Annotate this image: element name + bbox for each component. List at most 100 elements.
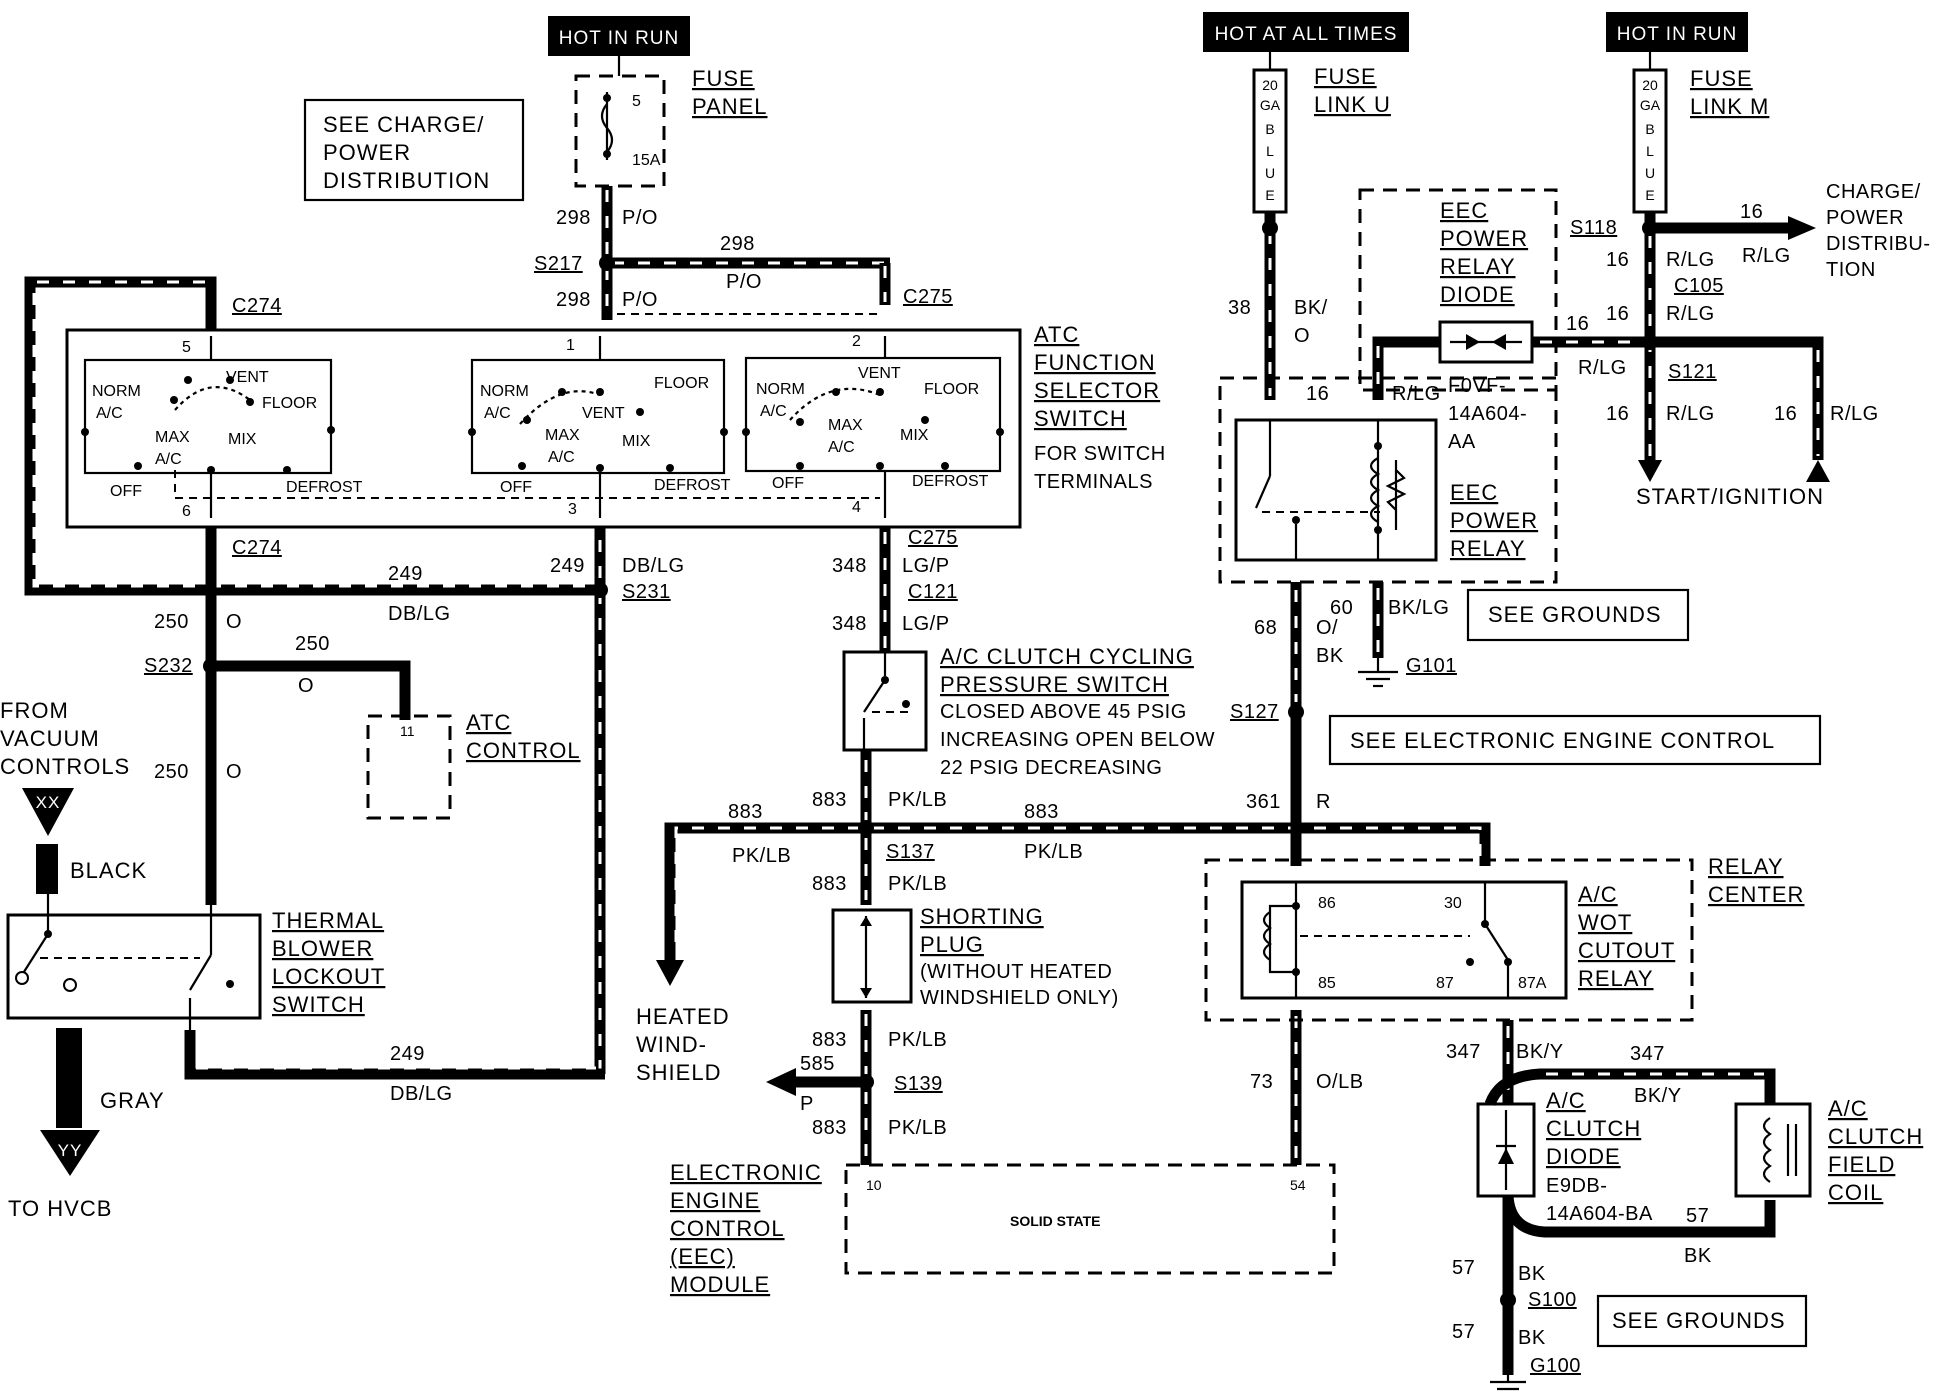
ground-g101: G101: [1406, 655, 1457, 677]
fuse-link-m-title: LINK M: [1690, 94, 1769, 119]
splice-s127: S127: [1230, 701, 1279, 723]
start-ignition-label: START/IGNITION: [1636, 484, 1824, 509]
eec-module-title: ENGINE: [670, 1188, 760, 1213]
pin-11: 11: [400, 723, 415, 739]
wire-color: BK/LG: [1388, 597, 1449, 619]
atc-note: TERMINALS: [1034, 471, 1153, 493]
wire-label: 298: [556, 207, 591, 229]
fuse-panel-title-2: PANEL: [692, 94, 768, 119]
gauge-label: 20: [1642, 77, 1658, 93]
wire-label: 298: [556, 289, 591, 311]
svg-text:DISTRIBUTION: DISTRIBUTION: [323, 168, 490, 193]
shorting-plug-title: PLUG: [920, 932, 984, 957]
svg-text:54: 54: [1290, 1177, 1306, 1193]
wire-250-branch: [211, 660, 411, 720]
eec-diode-title: EEC: [1440, 198, 1488, 223]
see-charge-box[interactable]: SEE CHARGE/ POWER DISTRIBUTION: [303, 98, 525, 202]
wire-label: 16: [1566, 313, 1589, 335]
relay-pin-85: 85: [1318, 975, 1336, 992]
clutch-diode-title: CLUTCH: [1546, 1116, 1641, 1141]
wire-label: 250: [154, 761, 189, 783]
vacuum-line-black: [36, 844, 58, 894]
see-grounds-box-1[interactable]: SEE GROUNDS: [1466, 588, 1690, 642]
splice-s137: S137: [886, 841, 935, 863]
pos-label: FLOOR: [924, 381, 979, 398]
svg-text:15A: 15A: [632, 152, 661, 169]
fuse-panel: 5 15A: [574, 56, 666, 188]
relay-pin-87: 87: [1436, 975, 1454, 992]
pos-label: MIX: [228, 431, 257, 448]
wire-68-361-73: [1288, 582, 1398, 1165]
relay-pin-86: 86: [1318, 895, 1336, 912]
wire-color: BK/Y: [1516, 1041, 1564, 1063]
pos-label: A/C: [96, 405, 123, 422]
relay-center-title: CENTER: [1708, 882, 1804, 907]
wire-label: 38: [1228, 297, 1251, 319]
wire-color: O: [298, 675, 314, 697]
wot-relay-title: CUTOUT: [1578, 938, 1675, 963]
eec-relay-title: POWER: [1450, 508, 1538, 533]
eec-power-relay-diode: [1438, 320, 1534, 364]
wire-label: 16: [1606, 303, 1629, 325]
pos-label: MAX: [545, 427, 580, 444]
svg-text:SEE GROUNDS: SEE GROUNDS: [1488, 602, 1662, 627]
wire-label: 57: [1452, 1321, 1475, 1343]
clutch-diode-title: A/C: [1546, 1088, 1586, 1113]
fuse-link-m: [1632, 52, 1830, 482]
eec-diode-title: POWER: [1440, 226, 1528, 251]
wire-color: P: [800, 1093, 814, 1115]
wire-color: O: [226, 611, 242, 633]
wire-label: 68: [1254, 617, 1277, 639]
svg-text:10: 10: [866, 1177, 882, 1193]
wire-color: BK: [1518, 1263, 1546, 1285]
terminal-6: 6: [182, 503, 191, 520]
eec-module: 10 54 SOLID STATE: [844, 1163, 1336, 1275]
shorting-plug-note: WINDSHIELD ONLY): [920, 987, 1119, 1009]
hot-in-run-right-header: HOT IN RUN: [1606, 12, 1748, 52]
wire-label: 883: [812, 873, 847, 895]
vacuum-xx-marker: XX: [22, 788, 74, 836]
ac-clutch-cycling-pressure-switch: [842, 650, 928, 752]
wire-c274-loop: [24, 276, 608, 1080]
see-eec-box[interactable]: SEE ELECTRONIC ENGINE CONTROL: [1328, 714, 1822, 766]
wire-label: 883: [812, 789, 847, 811]
eec-module-title: ELECTRONIC: [670, 1160, 822, 1185]
gauge-label: GA: [1260, 97, 1281, 113]
gauge-label: U: [1265, 165, 1275, 181]
eec-relay-title: EEC: [1450, 480, 1498, 505]
wire-color: R/LG: [1578, 357, 1627, 379]
svg-text:POWER: POWER: [323, 140, 411, 165]
wire-color: LG/P: [902, 555, 950, 577]
gauge-label: E: [1645, 187, 1654, 203]
wire-color: P/O: [622, 289, 658, 311]
charge-dist-label: CHARGE/: [1826, 181, 1921, 203]
wire-label: 57: [1686, 1205, 1709, 1227]
see-grounds-box-2[interactable]: SEE GROUNDS: [1596, 1294, 1808, 1348]
gauge-label: GA: [1640, 97, 1661, 113]
wire-298: [599, 186, 891, 320]
terminal-2: 2: [852, 333, 861, 350]
clutch-cycling-desc: CLOSED ABOVE 45 PSIG: [940, 701, 1187, 723]
shorting-plug-note: (WITHOUT HEATED: [920, 961, 1112, 983]
wire-color: O/: [1316, 617, 1338, 639]
connector-c275: C275: [908, 527, 958, 549]
splice-dot: [1500, 1292, 1516, 1308]
vacuum-color-gray: GRAY: [100, 1088, 165, 1113]
charge-dist-label: POWER: [1826, 207, 1904, 229]
wire-color: BK: [1518, 1327, 1546, 1349]
wire-color: BK: [1684, 1245, 1712, 1267]
relay-pin-87a: 87A: [1518, 975, 1547, 992]
wire-label: 347: [1446, 1041, 1481, 1063]
wire-color: BK: [1316, 645, 1344, 667]
wire-label: 16: [1606, 403, 1629, 425]
from-vacuum-label: FROM: [0, 698, 69, 723]
svg-text:SEE GROUNDS: SEE GROUNDS: [1612, 1308, 1786, 1333]
wire-color: O: [1294, 325, 1310, 347]
wire-label: 348: [832, 555, 867, 577]
pos-label: MAX: [155, 429, 190, 446]
svg-text:HOT IN RUN: HOT IN RUN: [1617, 24, 1737, 45]
pos-label: FLOOR: [262, 395, 317, 412]
fuse-link-u: [1252, 52, 1288, 400]
splice-s121: S121: [1668, 361, 1717, 383]
terminal-4: 4: [852, 499, 861, 516]
